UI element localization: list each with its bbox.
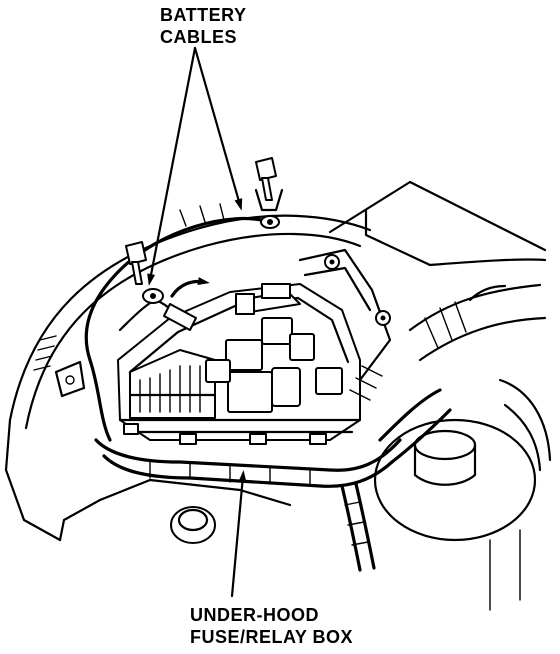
battery-cables-label-line1: BATTERY (160, 5, 247, 25)
wire-harness (94, 365, 452, 572)
cable-terminal-upper (254, 157, 284, 229)
fuse-relay-box-label-line2: FUSE/RELAY BOX (190, 627, 354, 647)
coolant-hose (408, 283, 547, 362)
fuse-relay-box-label-line1: UNDER-HOOD (190, 605, 319, 625)
cable-terminal-lower (118, 241, 184, 332)
oil-cap (98, 478, 292, 544)
battery-cables-label: BATTERY CABLES (160, 4, 247, 48)
fender-outline (4, 214, 372, 542)
fuse-relay-box (117, 277, 362, 445)
battery-cables-leaders (147, 46, 243, 286)
fuse-box-leader (230, 470, 247, 598)
battery-cable-wire (84, 203, 272, 442)
battery-cables-label-line2: CABLES (160, 27, 238, 47)
strut-tower (298, 180, 547, 382)
reservoir (373, 378, 552, 611)
fuse-relay-box-label: UNDER-HOOD FUSE/RELAY BOX (190, 604, 353, 648)
